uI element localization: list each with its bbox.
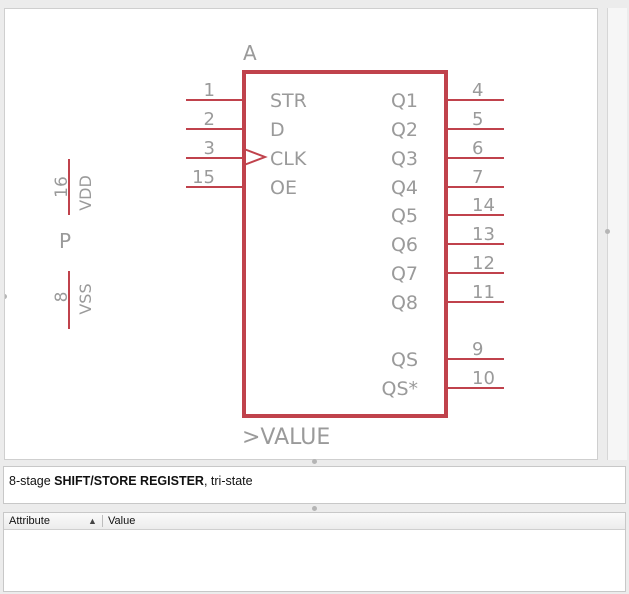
left-pin-name-3: OE bbox=[270, 177, 297, 199]
description-suffix: , tri-state bbox=[203, 474, 253, 488]
right-pin-number-7: 11 bbox=[472, 282, 495, 303]
left-pin-number-2: 3 bbox=[204, 138, 215, 159]
right-pin-number-5: 13 bbox=[472, 224, 495, 245]
right-pin-name-3: Q4 bbox=[391, 177, 418, 199]
right-pin-name-9: QS* bbox=[381, 378, 418, 400]
right-pin-number-2: 6 bbox=[472, 138, 483, 159]
description-pane: 8-stage SHIFT/STORE REGISTER, tri-state bbox=[3, 466, 626, 504]
right-pin-name-2: Q3 bbox=[391, 148, 418, 170]
right-pin-name-4: Q5 bbox=[391, 205, 418, 227]
side-panel-grip[interactable] bbox=[605, 229, 610, 234]
power-pin-name-vss: VSS bbox=[76, 283, 95, 314]
splitter-grip-left[interactable] bbox=[5, 294, 7, 299]
column-divider[interactable] bbox=[102, 515, 103, 527]
splitter-grip-description[interactable] bbox=[312, 506, 317, 511]
clock-indicator-icon bbox=[243, 148, 268, 166]
column-header-value[interactable]: Value bbox=[108, 515, 136, 527]
splitter-grip-schematic[interactable] bbox=[312, 459, 317, 464]
description-prefix: 8-stage bbox=[9, 474, 55, 488]
left-pin-name-2: CLK bbox=[270, 148, 307, 170]
power-pin-name-vdd: VDD bbox=[76, 175, 95, 211]
left-pin-number-3: 15 bbox=[192, 167, 215, 188]
description-bold: SHIFT/STORE REGISTER bbox=[54, 474, 204, 488]
part-value-label: >VALUE bbox=[242, 425, 330, 450]
right-pin-name-1: Q2 bbox=[391, 119, 418, 141]
left-pins: 1 STR 2 D 3 CLK 15 OE bbox=[186, 80, 307, 199]
right-pins: 4 Q1 5 Q2 6 Q3 7 Q4 14 Q5 13 Q6 12 Q7 11 Q8 9 QS 10 QS* bbox=[381, 80, 504, 400]
right-pin-number-1: 5 bbox=[472, 109, 483, 130]
sort-ascending-icon[interactable]: ▲ bbox=[88, 516, 97, 526]
symbol-svg: 16 VDD 8 VSS P A >VALUE 1 STR 2 D 3 CLK 15 OE 4… bbox=[52, 41, 504, 450]
right-pin-name-5: Q6 bbox=[391, 234, 418, 256]
right-pin-name-6: Q7 bbox=[391, 263, 418, 285]
column-header-attribute[interactable]: Attribute bbox=[9, 515, 50, 527]
part-name-label: A bbox=[243, 41, 257, 65]
right-pin-number-9: 10 bbox=[472, 368, 495, 389]
right-pin-number-0: 4 bbox=[472, 80, 483, 101]
power-label: P bbox=[59, 229, 71, 253]
left-pin-number-0: 1 bbox=[204, 80, 215, 101]
left-pin-name-0: STR bbox=[270, 90, 307, 112]
right-pin-number-3: 7 bbox=[472, 167, 483, 188]
attribute-table-header: Attribute ▲ Value bbox=[4, 513, 625, 530]
power-pin-number-vss: 8 bbox=[52, 292, 72, 303]
right-pin-name-8: QS bbox=[391, 349, 418, 371]
power-pin-number-vdd: 16 bbox=[52, 176, 72, 198]
left-pin-name-1: D bbox=[270, 119, 285, 141]
left-pin-number-1: 2 bbox=[204, 109, 215, 130]
right-pin-number-4: 14 bbox=[472, 195, 495, 216]
schematic-preview[interactable]: 16 VDD 8 VSS P A >VALUE 1 STR 2 D 3 CLK 15 OE 4… bbox=[4, 8, 598, 460]
right-pin-name-0: Q1 bbox=[391, 90, 418, 112]
right-pin-number-6: 12 bbox=[472, 253, 495, 274]
attribute-table: Attribute ▲ Value bbox=[3, 512, 626, 592]
right-pin-name-7: Q8 bbox=[391, 292, 418, 314]
right-pin-number-8: 9 bbox=[472, 339, 483, 360]
vertical-side-panel[interactable] bbox=[605, 8, 627, 460]
